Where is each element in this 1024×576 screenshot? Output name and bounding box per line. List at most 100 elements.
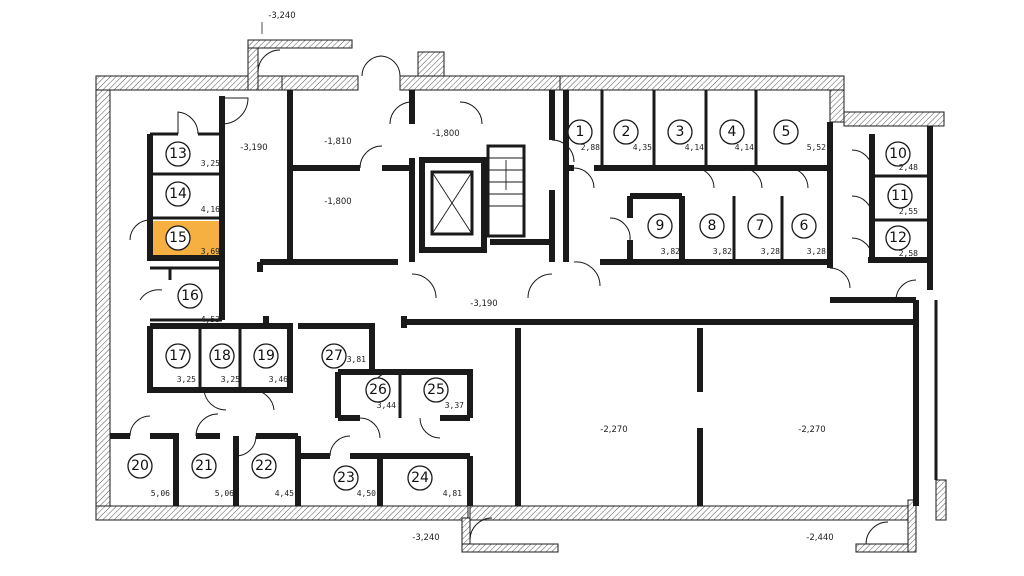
elevation-labels: -3,240 -3,190 -1,810 -1,800 -1,800 -3,19… xyxy=(240,11,833,543)
room-number-circle xyxy=(127,453,153,479)
room-number: 26 xyxy=(369,382,387,398)
room-21: 215,06 xyxy=(191,453,234,498)
room-number-circle xyxy=(365,377,391,403)
room-number-circle xyxy=(567,119,593,145)
room-area: 2,58 xyxy=(899,249,918,258)
room-24: 244,81 xyxy=(407,465,462,498)
room-number: 25 xyxy=(427,382,445,398)
room-area: 5,06 xyxy=(151,489,170,498)
room-area: 4,35 xyxy=(633,143,652,152)
room-number-circle xyxy=(321,343,347,369)
room-number-circle xyxy=(333,465,359,491)
room-number-circle xyxy=(747,213,773,239)
room-area: 3,44 xyxy=(377,401,396,410)
room-number-circle xyxy=(791,213,817,239)
room-area: 2,88 xyxy=(581,143,600,152)
room-number-circle xyxy=(165,141,191,167)
room-10: 102,48 xyxy=(885,141,918,172)
room-number: 19 xyxy=(257,348,275,364)
room-number-circle xyxy=(647,213,673,239)
room-number: 16 xyxy=(181,288,199,304)
room-number: 4 xyxy=(728,124,737,140)
room-12: 122,58 xyxy=(885,225,918,258)
room-8: 83,82 xyxy=(699,213,732,256)
room-number-circle xyxy=(699,213,725,239)
room-23: 234,50 xyxy=(333,465,376,498)
room-number-circle xyxy=(165,343,191,369)
room-number-circle xyxy=(177,283,203,309)
room-13: 133,25 xyxy=(165,141,220,168)
elevation-bottom-right: -2,440 xyxy=(806,533,833,543)
room-20: 205,06 xyxy=(127,453,170,498)
room-area: 3,25 xyxy=(201,159,220,168)
room-number: 13 xyxy=(169,146,187,162)
room-area: 4,14 xyxy=(685,143,704,152)
room-number-circle xyxy=(667,119,693,145)
room-26: 263,44 xyxy=(365,377,396,410)
room-number-circle xyxy=(165,181,191,207)
room-area: 3,69 xyxy=(201,247,220,256)
room-number: 24 xyxy=(411,470,429,486)
room-area: 3,28 xyxy=(761,247,780,256)
room-11: 112,55 xyxy=(887,183,918,216)
room-number: 6 xyxy=(800,218,809,234)
room-number: 2 xyxy=(622,124,631,140)
room-19: 193,46 xyxy=(253,343,288,384)
room-number: 1 xyxy=(576,124,585,140)
room-labels: 12,8824,3534,1444,1455,5263,2873,2883,82… xyxy=(127,119,918,498)
doors xyxy=(129,49,917,545)
elevation-left-corridor: -3,190 xyxy=(240,143,267,153)
room-4: 44,14 xyxy=(719,119,754,152)
room-7: 73,28 xyxy=(747,213,780,256)
room-number-circle xyxy=(251,453,277,479)
room-number-circle xyxy=(209,343,235,369)
room-number: 17 xyxy=(169,348,187,364)
room-area: 3,25 xyxy=(177,375,196,384)
room-number: 12 xyxy=(889,230,907,246)
room-number: 18 xyxy=(213,348,231,364)
room-number: 3 xyxy=(676,124,685,140)
room-number-circle xyxy=(613,119,639,145)
room-number-circle xyxy=(885,225,911,251)
room-number: 11 xyxy=(891,188,909,204)
elevation-bottom-entrance: -3,240 xyxy=(412,533,439,543)
elevation-center-corridor: -3,190 xyxy=(470,299,497,309)
room-9: 93,82 xyxy=(647,213,680,256)
elevation-hall-left: -2,270 xyxy=(600,425,627,435)
room-number-circle xyxy=(773,119,799,145)
room-number: 27 xyxy=(325,348,343,364)
room-18: 183,25 xyxy=(209,343,240,384)
interior-walls xyxy=(110,90,938,506)
room-14: 144,16 xyxy=(165,181,220,214)
room-number-circle xyxy=(887,183,913,209)
room-number-circle xyxy=(165,225,191,251)
room-number-circle xyxy=(885,141,911,167)
room-25: 253,37 xyxy=(423,377,464,410)
room-number-circle xyxy=(407,465,433,491)
room-area: 4,14 xyxy=(735,143,754,152)
room-area: 2,55 xyxy=(899,207,918,216)
room-number-circle xyxy=(719,119,745,145)
room-area: 3,28 xyxy=(807,247,826,256)
room-15: 153,69 xyxy=(165,225,220,256)
elevation-hall-right: -2,270 xyxy=(798,425,825,435)
room-area: 5,06 xyxy=(215,489,234,498)
room-number: 7 xyxy=(756,218,765,234)
staircase xyxy=(486,144,526,238)
room-area: 4,53 xyxy=(201,315,220,324)
elevation-top-entrance: -3,240 xyxy=(268,11,295,21)
room-number: 8 xyxy=(708,218,717,234)
room-number-circle xyxy=(191,453,217,479)
room-6: 63,28 xyxy=(791,213,826,256)
room-16: 164,53 xyxy=(177,283,220,324)
room-area: 2,48 xyxy=(899,163,918,172)
room-1: 12,88 xyxy=(567,119,600,152)
room-area: 3,37 xyxy=(445,401,464,410)
room-17: 173,25 xyxy=(165,343,196,384)
room-number-circle xyxy=(253,343,279,369)
elevation-stair-landing: -1,800 xyxy=(432,129,459,139)
room-area: 3,82 xyxy=(713,247,732,256)
room-area: 4,45 xyxy=(275,489,294,498)
room-area: 4,16 xyxy=(201,205,220,214)
